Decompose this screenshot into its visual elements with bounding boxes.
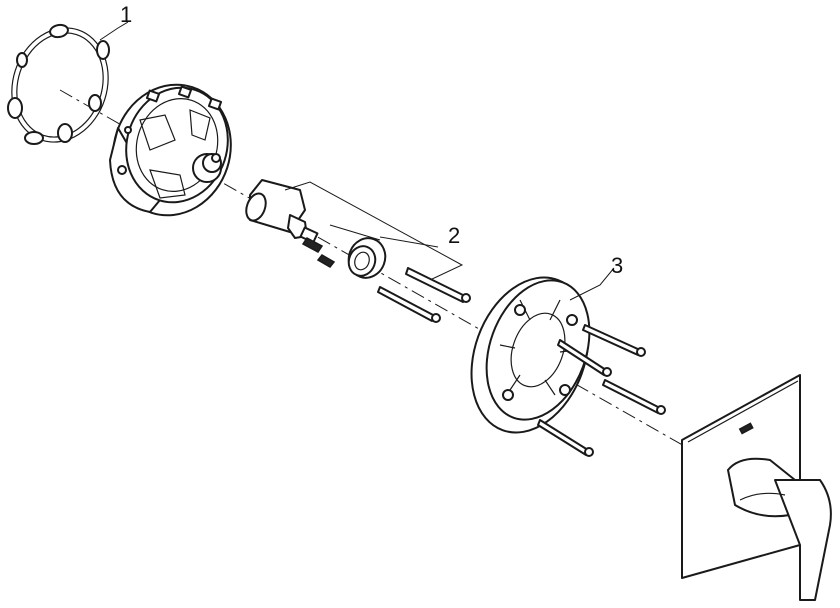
callout-1-label: 1 <box>120 2 132 27</box>
assembly-axis <box>59 89 701 456</box>
callout-leaders <box>99 21 615 301</box>
cartridge <box>245 179 319 244</box>
callout-3-label: 3 <box>611 253 623 278</box>
small-screw <box>301 237 336 268</box>
callout-2-bracket <box>284 181 464 281</box>
trim-plate <box>681 374 832 601</box>
retaining-nut <box>347 237 387 279</box>
long-bolts <box>377 267 471 323</box>
seal-ring <box>7 23 110 145</box>
mounting-plate <box>470 276 591 434</box>
valve-body <box>109 83 232 217</box>
plate-screws <box>537 324 666 457</box>
callout-2-label: 2 <box>448 223 460 248</box>
